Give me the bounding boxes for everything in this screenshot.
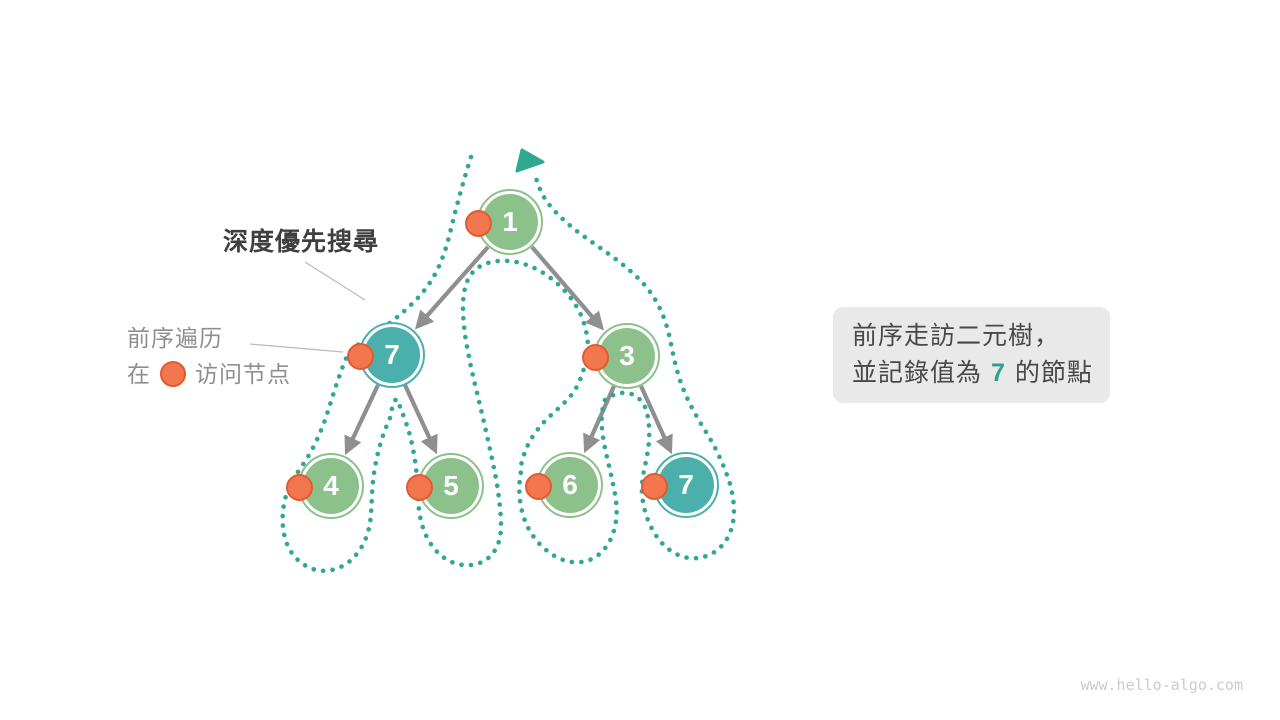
visit-dot-icon [640, 472, 668, 500]
direction-arrowhead-icon [515, 148, 545, 173]
tree-edge-1-7 [414, 245, 490, 330]
leader-line-preorder [249, 343, 344, 353]
tree-edge-7-4 [344, 384, 380, 456]
tree-edge-1-3 [530, 245, 605, 331]
visit-dot-icon [346, 342, 374, 370]
dfs-traversal-path [280, 154, 737, 574]
visit-dot-icon [581, 343, 609, 371]
dfs-label: 深度優先搜尋 [223, 228, 380, 256]
watermark: www.hello-algo.com [1080, 676, 1243, 694]
visit-dot-legend-icon [160, 361, 186, 387]
visit-dot-icon [285, 473, 313, 501]
preorder-label-line2: 在访问节点 [127, 361, 291, 387]
tree-edge-7-5 [403, 384, 438, 455]
preorder-label-line1: 前序遍历 [127, 325, 223, 351]
visit-dot-icon [464, 209, 492, 237]
visit-dot-icon [405, 473, 433, 501]
visit-dot-icon [524, 472, 552, 500]
callout-target-value: 7 [991, 359, 1006, 387]
callout-line1: 前序走訪二元樹， [852, 322, 1061, 350]
preorder-label: 前序遍历 在访问节点 [127, 320, 291, 392]
leader-line-dfs [304, 261, 366, 301]
tree-edge-3-7 [639, 385, 673, 455]
